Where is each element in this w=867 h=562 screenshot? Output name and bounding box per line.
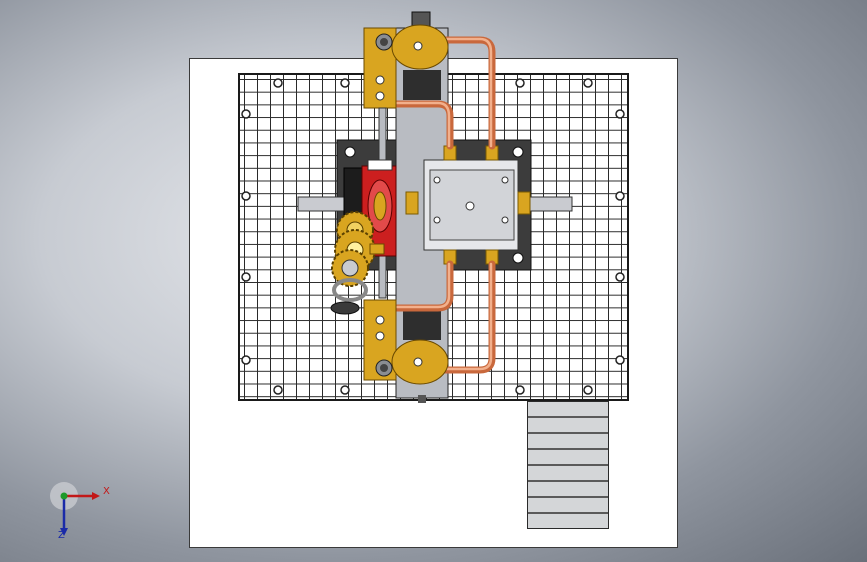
stair-step-block[interactable] (527, 401, 609, 529)
axis-z-label: Z (58, 530, 65, 541)
valve-chest-top (363, 24, 449, 109)
mounting-holes (241, 78, 625, 395)
flywheel-assembly (343, 159, 397, 257)
cylinder-block (405, 145, 531, 265)
axis-x-label: X (103, 486, 110, 497)
valve-chest-bottom (363, 299, 449, 385)
axis-triad-icon (50, 482, 100, 536)
gear-train (330, 211, 385, 315)
main-shaft (297, 196, 573, 212)
